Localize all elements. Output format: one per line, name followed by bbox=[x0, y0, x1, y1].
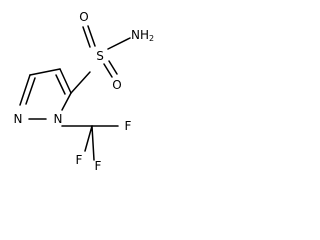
bond-n2-c3 bbox=[19, 74, 31, 106]
bond-c4-c5-inner bbox=[55, 74, 66, 95]
atom-f-bottom: F bbox=[95, 159, 102, 173]
atom-f-left: F bbox=[76, 153, 83, 167]
bond-c-f-bottom bbox=[91, 125, 95, 161]
bond-c5-n1 bbox=[61, 92, 72, 111]
atom-n1: N bbox=[54, 112, 63, 126]
bond-c4-c5 bbox=[59, 68, 72, 94]
atom-o-top: O bbox=[79, 10, 88, 24]
bond-c5-s bbox=[70, 71, 91, 94]
chemical-structure: N N S O O NH2 F F F bbox=[14, 10, 154, 173]
bond-s-o-top-b bbox=[87, 25, 96, 47]
bond-c3-c4 bbox=[29, 68, 61, 76]
bond-n2-c3-inner bbox=[25, 77, 36, 105]
bond-s-nh2 bbox=[107, 37, 131, 50]
bond-c-f-left bbox=[84, 125, 93, 152]
atom-f-right: F bbox=[125, 119, 132, 133]
atom-amide-n: NH2 bbox=[131, 28, 154, 43]
bond-s-o-top-a bbox=[82, 26, 91, 48]
pyrazole-ring bbox=[19, 68, 72, 120]
sulfonamide-group bbox=[70, 25, 131, 94]
atom-n2: N bbox=[14, 112, 23, 126]
bond-s-o-bottom-b bbox=[108, 60, 118, 75]
amide-nh: NH bbox=[131, 28, 149, 42]
trifluoromethyl-group bbox=[61, 125, 119, 161]
bond-s-o-bottom-a bbox=[103, 63, 113, 78]
atom-o-bottom: O bbox=[112, 78, 121, 92]
atom-s: S bbox=[96, 49, 104, 63]
amide-subscript: 2 bbox=[149, 34, 154, 43]
